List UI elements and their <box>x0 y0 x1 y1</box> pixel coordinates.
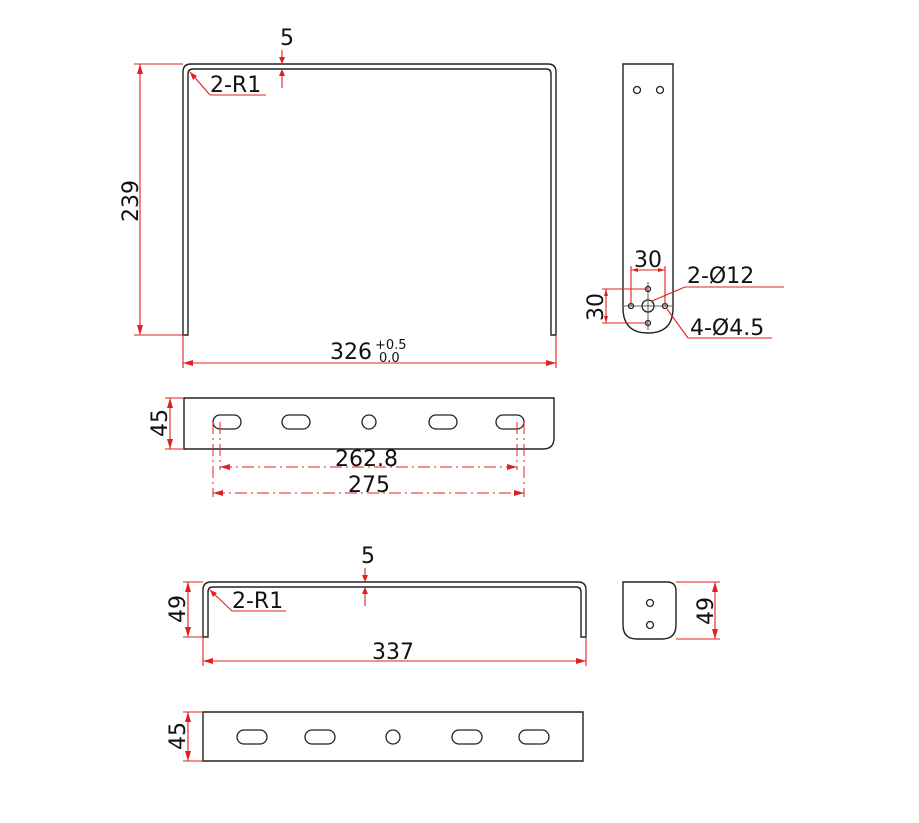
arrow-head <box>576 658 586 664</box>
spacing-label: 30 <box>634 248 662 273</box>
outer-span-label: 275 <box>348 473 390 498</box>
arrow-head <box>210 590 217 597</box>
arrow-head <box>507 464 517 470</box>
height-label: 49 <box>166 595 191 623</box>
end-profile-outline <box>622 581 677 640</box>
thickness-label: 5 <box>280 26 294 51</box>
arrow-head <box>137 325 143 335</box>
top-hole <box>655 85 665 95</box>
slotted-plate-view-2: 45 <box>166 711 584 762</box>
u-bracket-outline <box>182 63 557 336</box>
u-bracket-front-view: 5 2-R1 239 326 +0.5 0.0 <box>119 26 557 368</box>
large-hole-leader <box>651 286 686 302</box>
arrow-head <box>190 72 197 80</box>
radius-label: 2-R1 <box>210 73 261 98</box>
arrow-head <box>167 398 173 408</box>
round-hole <box>361 414 377 430</box>
arrow-head <box>604 316 608 323</box>
arrow-head <box>185 712 191 722</box>
arrow-head <box>604 289 608 296</box>
arrow-head <box>279 69 285 76</box>
side-profile-outline <box>622 63 674 334</box>
arrow-head <box>185 627 191 637</box>
arrow-head <box>658 268 665 272</box>
arrow-head <box>712 629 718 639</box>
arrow-head <box>185 582 191 592</box>
slot-hole <box>304 729 336 745</box>
arrow-head <box>183 360 193 366</box>
radius-label: 2-R1 <box>232 589 283 614</box>
slot-hole <box>428 414 458 430</box>
height-label: 45 <box>148 409 173 437</box>
arrow-head <box>514 490 524 496</box>
height-label: 239 <box>119 180 144 222</box>
slot-hole <box>518 729 550 745</box>
small-u-bracket-outline <box>202 581 587 638</box>
arrow-head <box>213 490 223 496</box>
inner-span-label: 262.8 <box>335 447 398 472</box>
round-hole <box>385 729 401 745</box>
small-u-bracket-view: 5 2-R1 49 337 <box>166 544 587 666</box>
tolerance-upper: +0.5 <box>375 338 407 353</box>
large-hole-label: 2-Ø12 <box>687 264 754 289</box>
slot-hole <box>451 729 483 745</box>
slot-hole <box>212 414 242 430</box>
end-profile-view: 49 <box>622 581 720 640</box>
arrow-head <box>203 658 213 664</box>
slotted-plate-outline <box>183 397 555 450</box>
arrow-head <box>167 439 173 449</box>
arrow-head <box>362 575 368 582</box>
slotted-plate-view-1: 45 262.8 275 <box>148 397 555 498</box>
top-hole <box>632 85 642 95</box>
height-label: 49 <box>694 597 719 625</box>
slot-hole <box>281 414 311 430</box>
end-hole <box>645 598 655 608</box>
slot-hole <box>236 729 268 745</box>
small-hole-leader <box>666 308 689 339</box>
arrow-head <box>362 587 368 594</box>
arrow-head <box>220 464 230 470</box>
spacing-v-label: 30 <box>584 293 609 321</box>
side-profile-view: 30 30 2-Ø12 4-Ø4.5 <box>584 63 784 341</box>
slotted-plate-outline <box>202 711 584 762</box>
arrow-head <box>279 57 285 64</box>
arrow-head <box>137 64 143 74</box>
arrow-head <box>712 582 718 592</box>
small-hole-label: 4-Ø4.5 <box>690 316 764 341</box>
slot-hole <box>495 414 525 430</box>
thickness-label: 5 <box>361 544 375 569</box>
height-label: 45 <box>166 722 191 750</box>
width-label: 337 <box>372 640 414 665</box>
arrow-head <box>185 751 191 761</box>
arrow-head <box>546 360 556 366</box>
tolerance-lower: 0.0 <box>379 351 400 366</box>
arrow-head <box>631 268 638 272</box>
end-hole <box>645 620 655 630</box>
width-label: 326 <box>330 340 372 365</box>
